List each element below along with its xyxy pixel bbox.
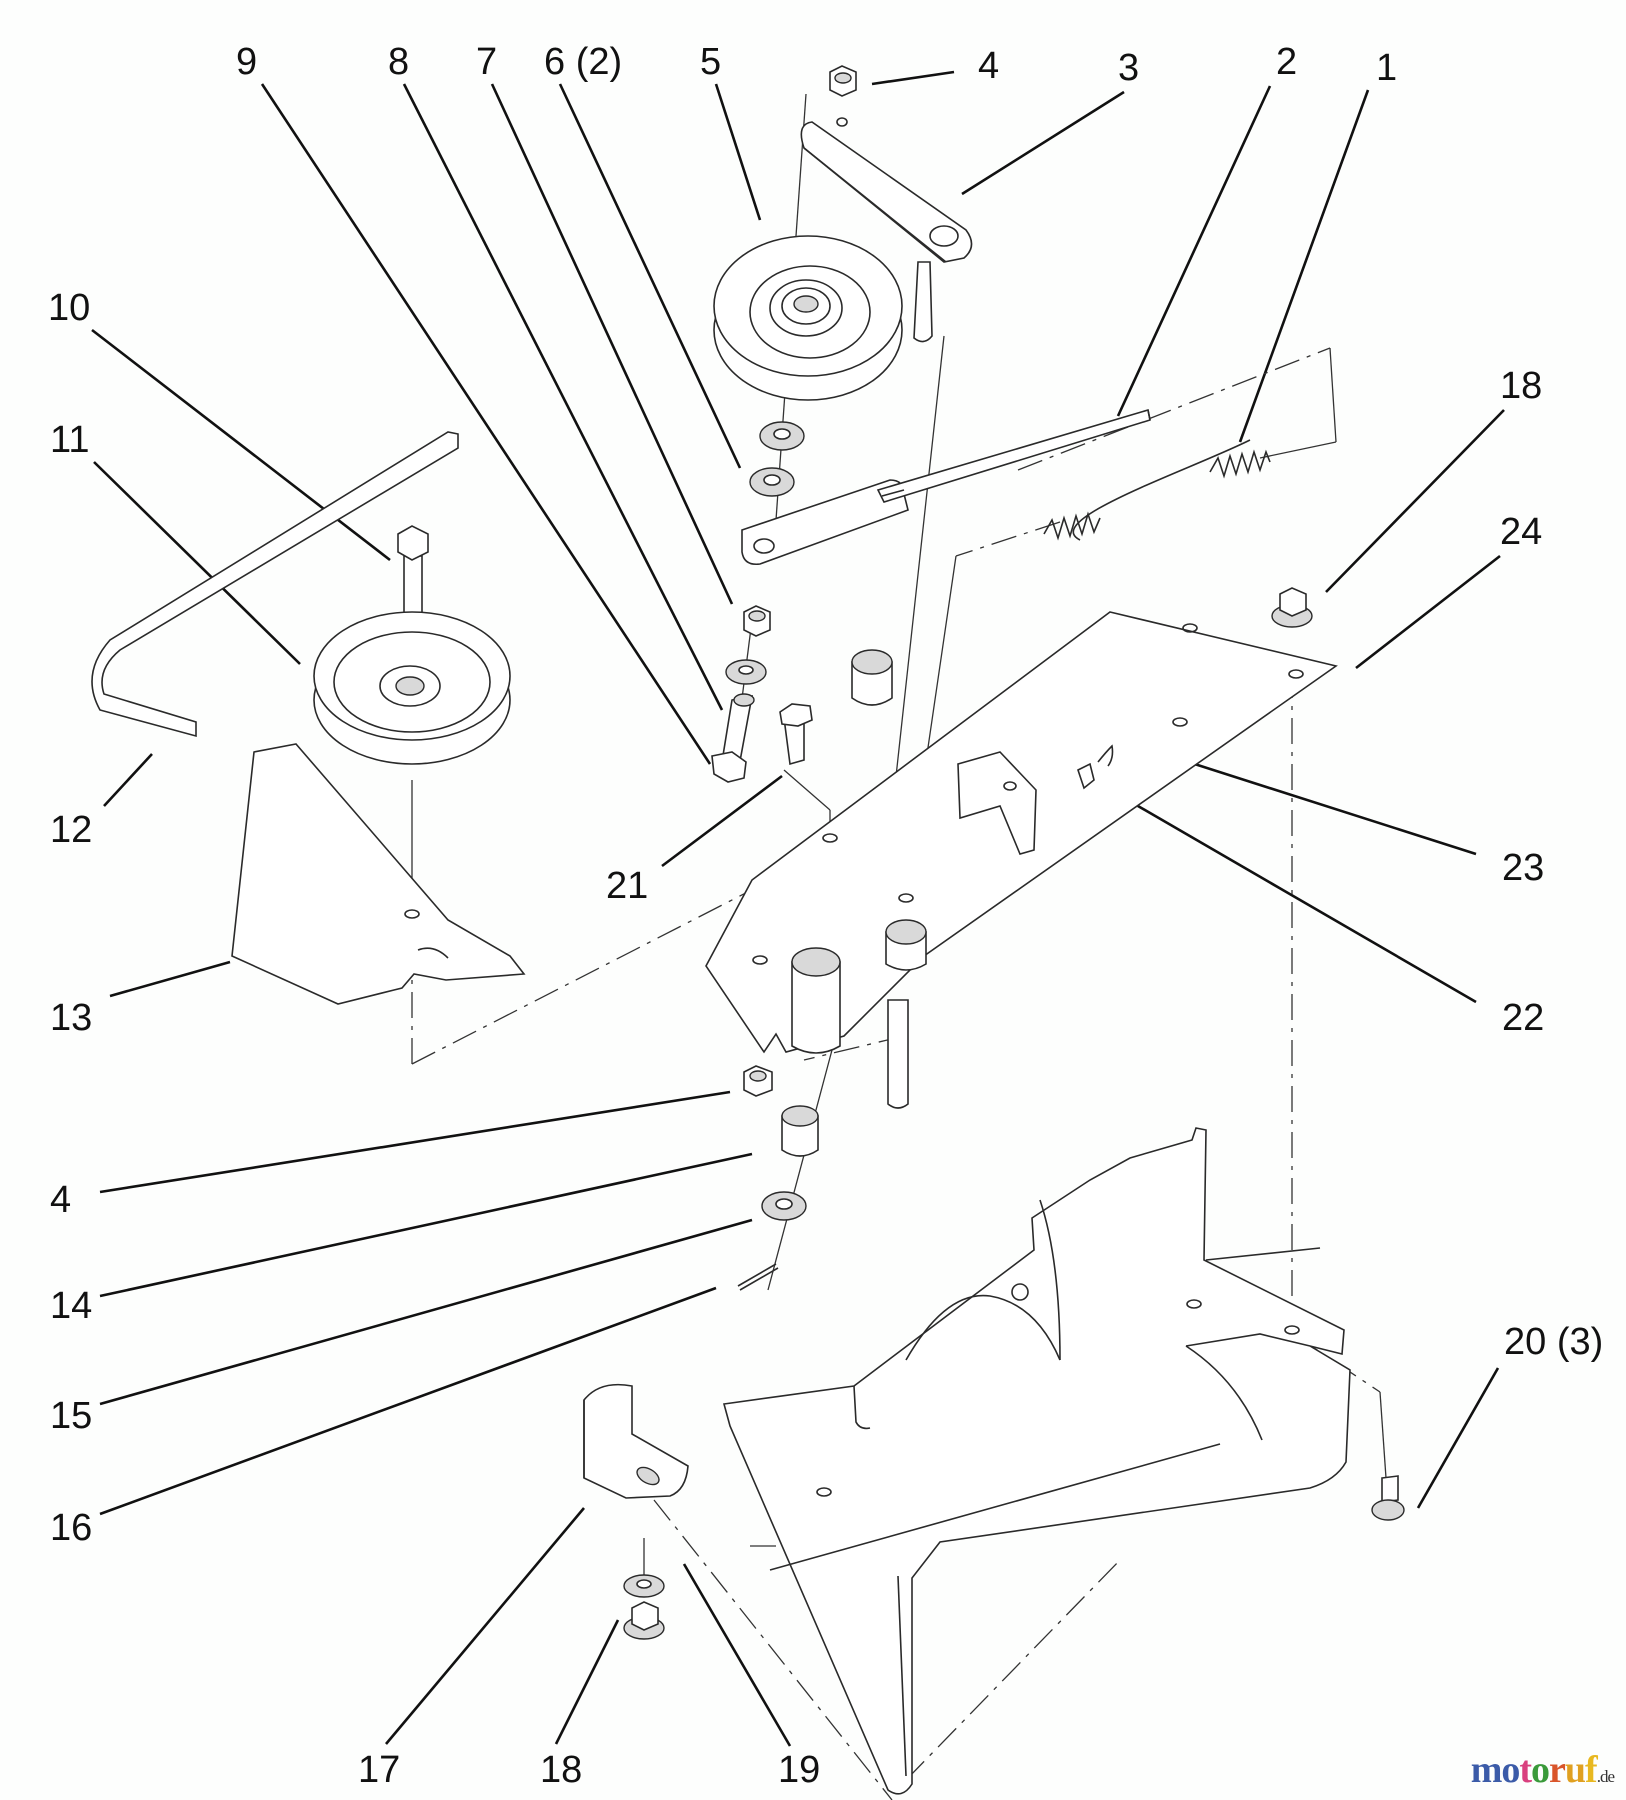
leader-4-top bbox=[871, 70, 955, 86]
callout-5: 5 bbox=[700, 41, 721, 83]
watermark-motoruf: motoruf.de bbox=[1470, 1748, 1615, 1792]
leader-7 bbox=[490, 83, 734, 605]
nut-top bbox=[829, 65, 857, 97]
bracket-22 bbox=[957, 751, 1037, 855]
leader-6 bbox=[558, 83, 742, 469]
leader-13 bbox=[109, 960, 231, 998]
belt bbox=[91, 431, 459, 738]
callout-22: 22 bbox=[1502, 997, 1544, 1039]
leader-14 bbox=[99, 1152, 753, 1298]
washer-19 bbox=[623, 1574, 665, 1598]
flange-nut-18-bottom bbox=[623, 1601, 665, 1640]
callout-18-bottom: 18 bbox=[540, 1749, 582, 1791]
wm-tld: .de bbox=[1596, 1767, 1615, 1786]
callout-12: 12 bbox=[50, 809, 92, 851]
leader-4-bottom bbox=[99, 1090, 731, 1194]
washers-6 bbox=[749, 421, 805, 497]
main-plate bbox=[705, 611, 1338, 1109]
callout-10: 10 bbox=[48, 287, 90, 329]
wm-letter: r bbox=[1549, 1749, 1566, 1791]
callout-13: 13 bbox=[50, 997, 92, 1039]
callout-9: 9 bbox=[236, 41, 257, 83]
callout-11: 11 bbox=[50, 419, 89, 461]
leader-9 bbox=[260, 83, 712, 765]
belt-guard-13 bbox=[231, 743, 526, 1005]
callout-21: 21 bbox=[606, 865, 648, 907]
callout-4-top: 4 bbox=[978, 45, 999, 87]
spring-rod bbox=[1072, 409, 1251, 541]
leader-12 bbox=[103, 753, 153, 807]
leader-10 bbox=[91, 328, 391, 562]
springs bbox=[1043, 449, 1271, 541]
wm-letter: o bbox=[1501, 1749, 1520, 1791]
pulley-left bbox=[313, 611, 511, 765]
wm-letter: t bbox=[1519, 1749, 1532, 1791]
flange-nut-18-top bbox=[1271, 587, 1313, 628]
leader-19 bbox=[682, 1563, 792, 1747]
leader-15 bbox=[99, 1218, 753, 1406]
leader-3 bbox=[961, 90, 1125, 196]
leader-18-bottom bbox=[554, 1619, 620, 1745]
callout-20: 20 (3) bbox=[1504, 1321, 1603, 1363]
callout-2: 2 bbox=[1276, 41, 1297, 83]
leader-17 bbox=[385, 1507, 585, 1745]
leader-18-top bbox=[1325, 409, 1505, 593]
callout-19: 19 bbox=[778, 1749, 820, 1791]
callout-8: 8 bbox=[388, 41, 409, 83]
leader-lines bbox=[91, 70, 1505, 1747]
nut-4-bottom bbox=[743, 1065, 773, 1097]
leader-16 bbox=[99, 1286, 717, 1516]
callout-16: 16 bbox=[50, 1507, 92, 1549]
wm-letter: u bbox=[1564, 1749, 1586, 1791]
leader-21 bbox=[661, 774, 783, 868]
leader-2 bbox=[1116, 85, 1272, 417]
bushing-upper bbox=[851, 649, 893, 706]
leader-20 bbox=[1416, 1367, 1500, 1509]
pulley-upper bbox=[713, 235, 903, 401]
callout-23: 23 bbox=[1502, 847, 1544, 889]
leader-11 bbox=[93, 461, 301, 665]
carriage-bolt-20 bbox=[1371, 1475, 1405, 1521]
clip-22-23 bbox=[1077, 744, 1114, 790]
idler-arm bbox=[800, 117, 973, 343]
washer-15 bbox=[761, 1191, 807, 1221]
callout-15: 15 bbox=[50, 1395, 92, 1437]
callout-4-bottom: 4 bbox=[50, 1179, 71, 1221]
callout-17: 17 bbox=[358, 1749, 400, 1791]
callout-labels: 9 8 7 6 (2) 5 4 3 2 1 10 11 18 24 12 21 … bbox=[48, 41, 1603, 1791]
callout-3: 3 bbox=[1118, 47, 1139, 89]
bushing-14 bbox=[781, 1105, 819, 1157]
callout-24: 24 bbox=[1500, 511, 1542, 553]
washer-8 bbox=[725, 659, 767, 685]
lower-housing bbox=[722, 1127, 1351, 1795]
callout-18-top: 18 bbox=[1500, 365, 1542, 407]
wm-letter: o bbox=[1531, 1749, 1550, 1791]
leader-22 bbox=[1099, 782, 1477, 1004]
callout-1: 1 bbox=[1376, 47, 1397, 89]
nut-7 bbox=[743, 605, 771, 637]
bracket-17 bbox=[583, 1383, 689, 1499]
cotter-pin-16 bbox=[737, 1263, 779, 1291]
bolt-21 bbox=[779, 703, 813, 766]
bolt-9 bbox=[711, 693, 755, 783]
leader-5 bbox=[714, 83, 762, 221]
wm-letter: f bbox=[1585, 1749, 1598, 1791]
callout-6: 6 (2) bbox=[544, 41, 622, 83]
callout-7: 7 bbox=[476, 41, 497, 83]
leader-24 bbox=[1355, 554, 1501, 670]
leader-1 bbox=[1238, 89, 1370, 443]
callout-14: 14 bbox=[50, 1285, 92, 1327]
leader-8 bbox=[402, 83, 724, 711]
wm-letter: m bbox=[1470, 1749, 1503, 1791]
